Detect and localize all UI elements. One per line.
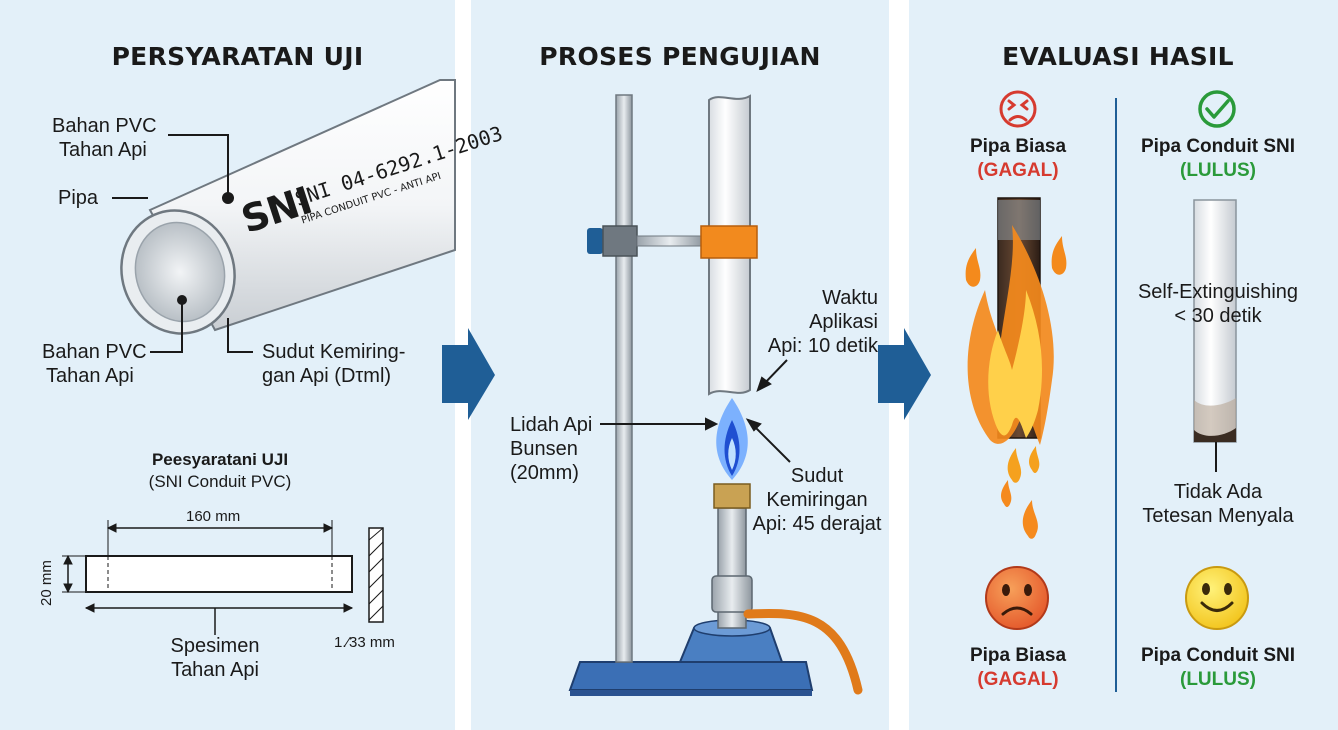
dim-length: 160 mm — [186, 508, 241, 525]
arrow-right-icon — [442, 328, 495, 420]
label-no-flaming-drip: Tidak Ada Tetesan Menyala — [1142, 481, 1294, 527]
label-self-extinguishing: Self-Extinguishing < 30 detik — [1137, 281, 1299, 327]
label-flame-angle-45: Sudut Kemiringan Api: 45 derajat — [752, 465, 882, 535]
bunsen-test-rig — [568, 94, 863, 696]
dim-diameter: 20 mm — [38, 560, 55, 606]
leader-lines-panel1 — [112, 134, 253, 353]
label-specimen: Spesimen Tahan Api — [170, 635, 260, 681]
label-bunsen-flame: Lidah Api Bunsen (20mm) — [510, 414, 593, 484]
result-sni-pipe: Pipa Conduit SNI (LULUS) — [1140, 136, 1296, 181]
dim-thickness: 1.⁄33 mm — [334, 634, 395, 651]
arrow-right-icon — [878, 328, 931, 420]
check-circle-icon — [1198, 90, 1236, 128]
leader-lines-panel2 — [600, 359, 791, 463]
label-pvc-material-top: Bahan PVC Tahan Api — [52, 115, 157, 161]
self-extinguishing-pipe — [1193, 199, 1237, 472]
specimen-drawing — [62, 520, 384, 635]
pvc-pipe-illustration — [120, 79, 456, 335]
result-sni-pipe-bottom: Pipa Conduit SNI (LULUS) — [1140, 645, 1296, 690]
sad-face-icon — [985, 566, 1049, 630]
label-pvc-material-bottom: Bahan PVC Tahan Api — [42, 341, 147, 387]
label-pipe: Pipa — [58, 187, 99, 209]
result-ordinary-pipe-bottom: Pipa Biasa (GAGAL) — [969, 645, 1067, 690]
result-ordinary-pipe: Pipa Biasa (GAGAL) — [969, 136, 1067, 181]
smiley-face-icon — [1185, 566, 1249, 630]
frown-circle-icon — [999, 90, 1037, 128]
heading-test-requirements: PERSYARATAN UJI — [111, 42, 364, 71]
spec-title: Peesyaratani UJI (SNI Conduit PVC) — [148, 450, 292, 491]
label-flame-angle: Sudut Kemiring- gan Api (Dτml) — [262, 341, 406, 387]
heading-test-process: PROSES PENGUJIAN — [539, 42, 821, 71]
heading-result-evaluation: EVALUASI HASIL — [1002, 42, 1234, 71]
flame-icon — [965, 225, 1067, 539]
panel-test-process — [471, 0, 889, 730]
label-application-time: Waktu Aplikasi Api: 10 detik — [767, 287, 878, 357]
